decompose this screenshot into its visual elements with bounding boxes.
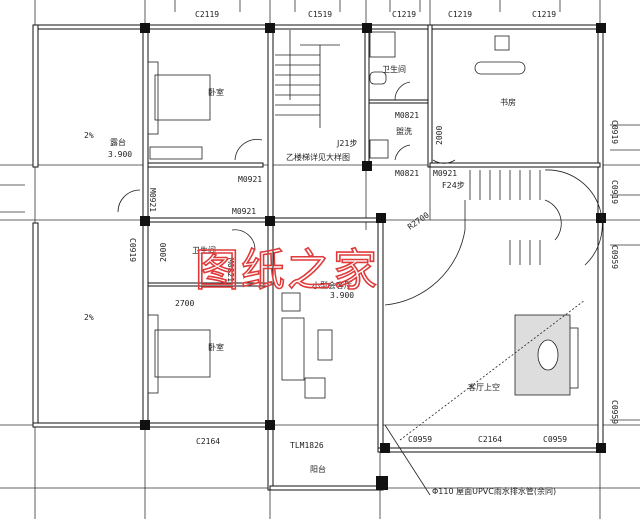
door-label: M0821: [395, 111, 419, 120]
toilet-top-label: 卫生间: [382, 64, 406, 74]
stair-note: 乙楼梯详见大样图: [286, 152, 350, 162]
door-label: M0921: [232, 207, 256, 216]
stair-steps-top: J21步: [336, 139, 358, 148]
study-label: 书房: [500, 97, 516, 107]
window-label: C0919: [610, 180, 619, 204]
furniture: [117, 30, 603, 496]
chair-icon: [494, 35, 510, 51]
window-label: C1219: [532, 10, 556, 19]
window-label: C0959: [543, 435, 567, 444]
window-label: C2164: [478, 435, 502, 444]
door-swing: [394, 81, 411, 101]
watermark: 图纸之家: [195, 245, 379, 296]
structural-columns: [140, 23, 606, 490]
slope-label: 2%: [84, 313, 94, 322]
window-label: C1219: [392, 10, 416, 19]
table-icon: [317, 329, 333, 361]
bed-icon: [154, 74, 211, 121]
door-swing: [234, 139, 263, 161]
door-label: TLM1826: [290, 441, 324, 450]
window-label: C0959: [408, 435, 432, 444]
door-label: M0921: [433, 169, 457, 178]
toilet-left-label: 卫生间: [192, 245, 216, 255]
door-label: M0821: [395, 169, 419, 178]
window-label: C0919: [610, 120, 619, 144]
terrace-label: 露台: [110, 137, 126, 147]
shower-icon: [369, 31, 396, 58]
downpipe-note: Φ110 屋面UPVC雨水排水管(余同): [432, 486, 556, 496]
door-label: M0921: [148, 188, 157, 212]
door-swing: [231, 229, 256, 251]
bedroom-top-label: 卧室: [208, 87, 224, 97]
living-void-label: 客厅上空: [468, 382, 500, 392]
dimension-label: 2700: [175, 299, 194, 308]
dimension-label: 2000: [159, 243, 168, 262]
wardrobe-icon: [149, 146, 203, 160]
dimension-label: 2000: [435, 126, 444, 145]
window-label: C2164: [196, 437, 220, 446]
dimension-label: R2700: [406, 210, 431, 231]
desk-icon: [474, 61, 526, 75]
door-swing: [394, 144, 411, 161]
stair-top: [275, 30, 340, 128]
sink-icon: [369, 139, 389, 159]
balcony-label: 阳台: [310, 464, 326, 474]
reception-level: 3.900: [330, 291, 354, 300]
plant-icon: [281, 292, 301, 312]
toilet-icon: [369, 71, 387, 85]
slope-label: 2%: [84, 131, 94, 140]
window-label: C1219: [448, 10, 472, 19]
door-label: M0821: [226, 258, 235, 282]
bed-icon: [154, 329, 211, 378]
armchair-icon: [304, 377, 326, 399]
stair-spiral: [384, 169, 603, 306]
stair-steps-right: F24步: [442, 181, 465, 190]
reception-label: 小型会客厅: [312, 280, 352, 290]
door-label: M0921: [238, 175, 262, 184]
coffee-table-icon: [537, 339, 559, 371]
window-label: C1519: [308, 10, 332, 19]
door-swing: [432, 159, 456, 164]
sofa-icon: [281, 317, 305, 381]
wash-label: 盥洗: [396, 126, 412, 136]
bedroom-bottom-label: 卧室: [208, 342, 224, 352]
terrace-level: 3.900: [108, 150, 132, 159]
room-labels: 露台 3.900 卧室 卧室 乙楼梯详见大样图 J21步 卫生间 盥洗 书房 F…: [84, 10, 619, 496]
window-label: C0959: [610, 245, 619, 269]
window-label: C0919: [128, 238, 137, 262]
window-label: C2119: [195, 10, 219, 19]
door-swing: [117, 189, 141, 213]
downpipe-leader: [384, 424, 431, 496]
window-label: C0959: [610, 400, 619, 424]
